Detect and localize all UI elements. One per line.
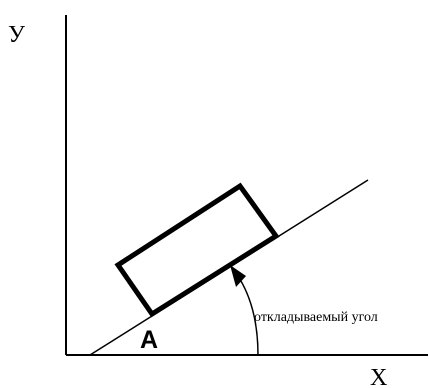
point-a-label: A xyxy=(140,326,158,354)
angle-label: откладываемый угол xyxy=(254,310,378,325)
rotated-rectangle xyxy=(114,182,280,318)
angle-arrowhead xyxy=(230,265,246,287)
x-axis-label: X xyxy=(370,365,387,388)
y-axis-label: У xyxy=(8,22,25,48)
